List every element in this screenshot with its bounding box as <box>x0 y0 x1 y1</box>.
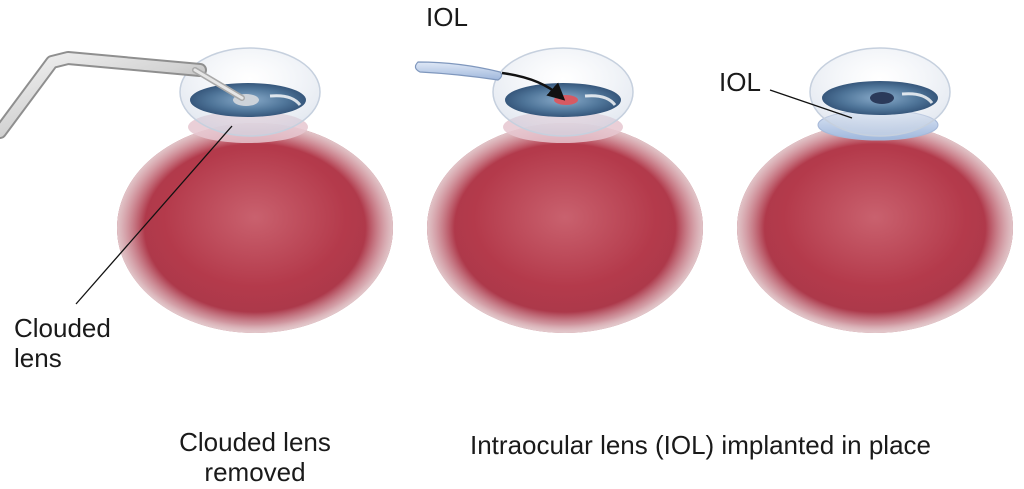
eye-left <box>0 47 393 333</box>
clouded-lens-label: Clouded lens <box>14 313 111 373</box>
insertion-arrow <box>501 71 566 101</box>
caption-right: Intraocular lens (IOL) implanted in plac… <box>470 430 932 460</box>
eye-middle <box>414 47 703 333</box>
caption-left: Clouded lens removed <box>155 427 355 487</box>
iol-insert-label: IOL <box>426 2 468 32</box>
clouded-lens-label-line2: lens <box>14 343 62 373</box>
phaco-probe <box>0 51 245 139</box>
iol-floating <box>414 61 503 81</box>
pupil-right <box>870 92 894 104</box>
pupil-middle <box>554 95 578 105</box>
clouded-lens-label-line1: Clouded <box>14 313 111 343</box>
caption-left-line2: removed <box>204 457 306 487</box>
iol-placed-leader <box>769 89 853 119</box>
caption-left-line1: Clouded lens <box>179 427 331 457</box>
iol-placed-label: IOL <box>719 67 761 97</box>
clouded-lens-leader <box>75 125 233 305</box>
eye-right <box>737 47 1013 333</box>
